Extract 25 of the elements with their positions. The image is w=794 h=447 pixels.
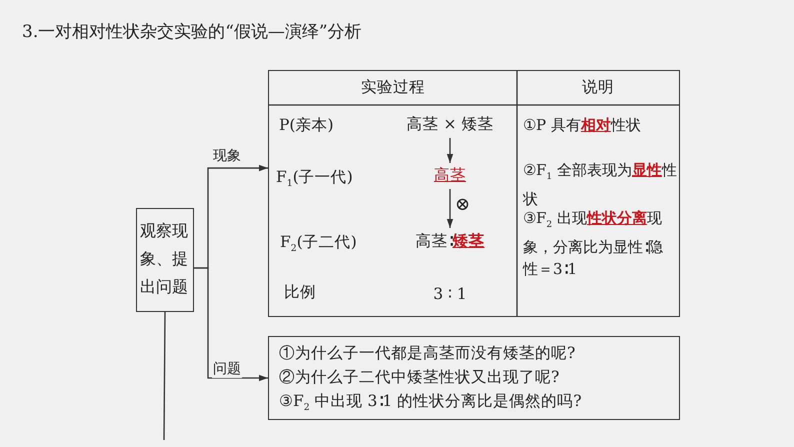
edge-label: ⊗ (454, 196, 472, 213)
arrow (446, 189, 454, 228)
cross-text: 高茎 × 矮茎 (406, 114, 494, 135)
step-text: 观察现象、提出问题 (140, 220, 189, 298)
question-text: ②为什么子二代中矮茎性状又出现了呢? (279, 367, 560, 388)
row-label: F$_{1}$(子一代) (276, 167, 353, 192)
row-label: F$_{2}$(子二代) (280, 232, 357, 256)
question-text: ③F$_{2}$ 中出现 3∶1 的性状分离比是偶然的吗? (279, 391, 582, 416)
ratio-text: 3 ∶ 1 (432, 284, 468, 305)
note-text: ①P 具有相对性状 (523, 115, 642, 136)
column-header: 说明 (581, 77, 615, 98)
arrow (194, 267, 268, 382)
edge-label: 现象 (212, 148, 242, 165)
edge-label: 问题 (212, 361, 242, 378)
question-text: ①为什么子一代都是高茎而没有矮茎的呢? (279, 343, 576, 364)
question-box (268, 336, 680, 420)
step-box (136, 208, 194, 312)
offspring-text: 高茎 (433, 165, 467, 186)
diagram-title: 3.一对相对性状杂交实验的“假说—演绎”分析 (22, 21, 362, 43)
row-label: 比例 (284, 282, 316, 303)
connector-line (163, 312, 166, 440)
experiment-table (268, 70, 680, 317)
column-header: 实验过程 (360, 77, 426, 98)
arrow (446, 138, 454, 163)
row-label: P(亲本) (279, 115, 334, 136)
